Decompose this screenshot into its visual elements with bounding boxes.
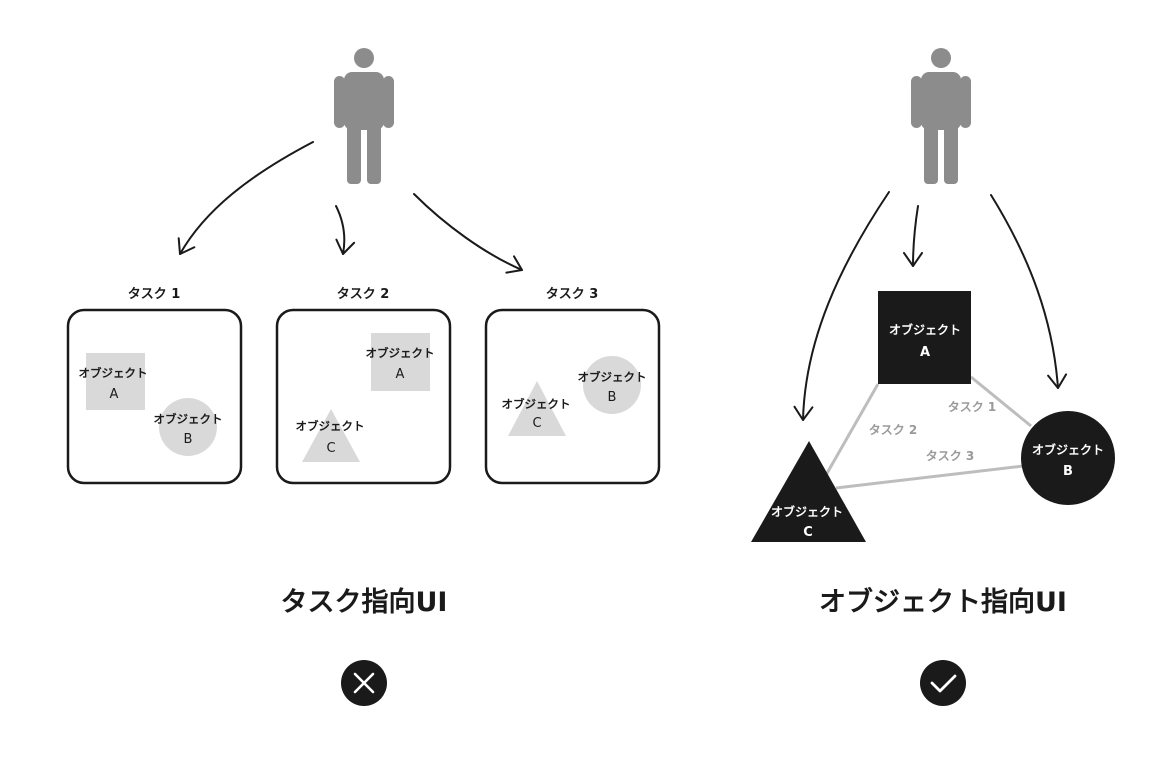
task-title: タスク 3	[546, 287, 599, 302]
link-task-3	[835, 464, 1024, 490]
object-square-shape	[878, 291, 971, 384]
object-label: オブジェクト	[79, 366, 148, 380]
check-circle-icon	[920, 660, 966, 706]
object-c: オブジェクト C	[751, 441, 866, 542]
object-a: オブジェクト A	[878, 291, 971, 384]
arrow-to-object-c	[793, 191, 890, 422]
caption-object-oriented: オブジェクト指向UI	[819, 586, 1067, 618]
object-label: オブジェクト	[366, 346, 435, 360]
object-circle-shape	[583, 356, 641, 414]
object-label: オブジェクト	[889, 322, 961, 337]
object-letter: B	[1063, 464, 1073, 479]
object-letter: B	[608, 390, 617, 405]
object-label: オブジェクト	[578, 370, 647, 384]
object-triangle-shape	[508, 381, 566, 436]
object-letter: C	[803, 525, 813, 540]
person-icon	[334, 48, 394, 184]
task-oriented-panel: タスク 1 オブジェクト A オブジェクト B タスク 2 オブジェクト A オ…	[66, 48, 661, 706]
object-label: オブジェクト	[154, 412, 223, 426]
caption-task-oriented: タスク指向UI	[281, 586, 448, 618]
cross-circle-icon	[341, 660, 387, 706]
object-b: オブジェクト B	[1021, 411, 1115, 505]
object-letter: C	[532, 416, 541, 431]
person-icon	[911, 48, 971, 184]
object-triangle-shape	[751, 441, 866, 542]
object-letter: B	[184, 432, 193, 447]
link-label: タスク 3	[926, 449, 975, 463]
link-task-1	[970, 375, 1032, 428]
task-card-2: タスク 2 オブジェクト A オブジェクト C	[275, 287, 452, 485]
object-label: オブジェクト	[296, 419, 365, 433]
object-letter: A	[110, 387, 119, 402]
object-label: オブジェクト	[502, 397, 571, 411]
object-letter: A	[920, 345, 930, 360]
object-letter: C	[326, 441, 335, 456]
arrow-to-task-3	[413, 193, 527, 280]
arrow-to-task-2	[333, 205, 356, 257]
link-task-2	[824, 383, 880, 476]
object-square-shape	[86, 353, 145, 410]
object-square-shape	[371, 333, 430, 391]
task-card-3: タスク 3 オブジェクト C オブジェクト B	[484, 287, 661, 485]
link-label: タスク 1	[948, 400, 997, 414]
object-oriented-panel: タスク 1 タスク 2 タスク 3 オブジェクト A オブジェクト B オブジェ…	[751, 48, 1115, 706]
object-circle-shape	[159, 398, 217, 456]
task-title: タスク 2	[337, 287, 390, 302]
link-label: タスク 2	[869, 423, 918, 437]
arrow-to-task-1	[171, 141, 314, 260]
object-triangle-shape	[302, 409, 360, 462]
object-label: オブジェクト	[771, 504, 843, 519]
object-circle-shape	[1021, 411, 1115, 505]
arrow-to-object-a	[903, 205, 923, 267]
arrow-to-object-b	[990, 194, 1068, 390]
task-title: タスク 1	[128, 287, 181, 302]
object-label: オブジェクト	[1032, 442, 1104, 457]
task-card-1: タスク 1 オブジェクト A オブジェクト B	[66, 287, 243, 485]
object-letter: A	[396, 367, 405, 382]
